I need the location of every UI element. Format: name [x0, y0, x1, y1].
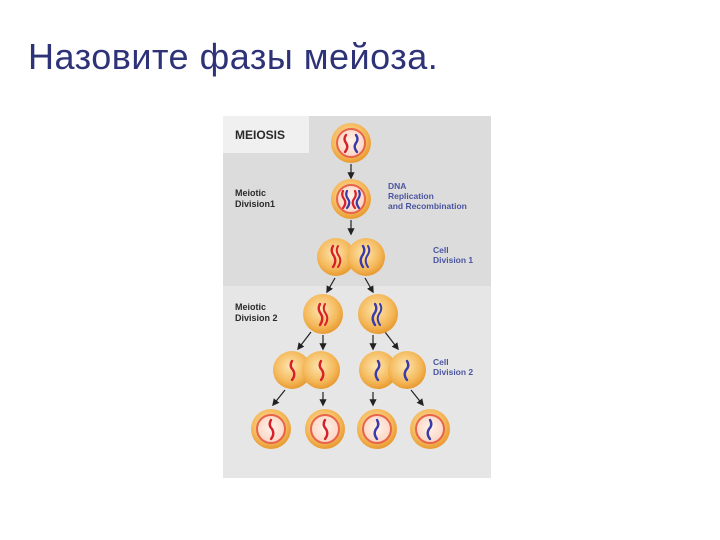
cell-division2-note-line2: Division 2 — [433, 367, 473, 377]
meiosis-heading: MEIOSIS — [235, 128, 285, 142]
stage2-line2: Division 2 — [235, 313, 278, 323]
replication-note-line2: Replication — [388, 191, 434, 201]
meiosis-diagram: MEIOSIS Meiotic Division1 Meiotic Divisi… — [223, 116, 491, 478]
gamete-1 — [251, 409, 291, 449]
replication-note-line3: and Recombination — [388, 201, 467, 211]
slide-title: Назовите фазы мейоза. — [28, 36, 439, 77]
gamete-3 — [357, 409, 397, 449]
gamete-2 — [305, 409, 345, 449]
stage2-line1: Meiotic — [235, 302, 266, 312]
arrow-9 — [272, 389, 286, 407]
cell-division1-note-line2: Division 1 — [433, 255, 473, 265]
arrow-4 — [364, 277, 374, 294]
daughter-cell-blue — [358, 294, 398, 334]
arrow-5 — [297, 331, 312, 351]
meiosis-figure: MEIOSIS Meiotic Division1 Meiotic Divisi… — [223, 116, 491, 478]
flow-arrows — [272, 164, 424, 407]
arrow-8 — [384, 331, 399, 351]
dividing-cell-2-left — [273, 351, 340, 389]
dividing-cell-2-right — [359, 351, 426, 389]
arrow-3 — [326, 277, 336, 294]
heading-band — [223, 116, 309, 153]
dividing-cell-1 — [317, 238, 385, 276]
stage1-line2: Division1 — [235, 199, 275, 209]
stage1-line1: Meiotic — [235, 188, 266, 198]
cell-division1-note-line1: Cell — [433, 245, 449, 255]
arrow-12 — [410, 389, 424, 407]
replicated-cell — [331, 179, 371, 219]
daughter-cell-red — [303, 294, 343, 334]
cell-division2-note-line1: Cell — [433, 357, 449, 367]
replication-note-line1: DNA — [388, 181, 406, 191]
parent-cell — [331, 123, 371, 163]
gamete-4 — [410, 409, 450, 449]
